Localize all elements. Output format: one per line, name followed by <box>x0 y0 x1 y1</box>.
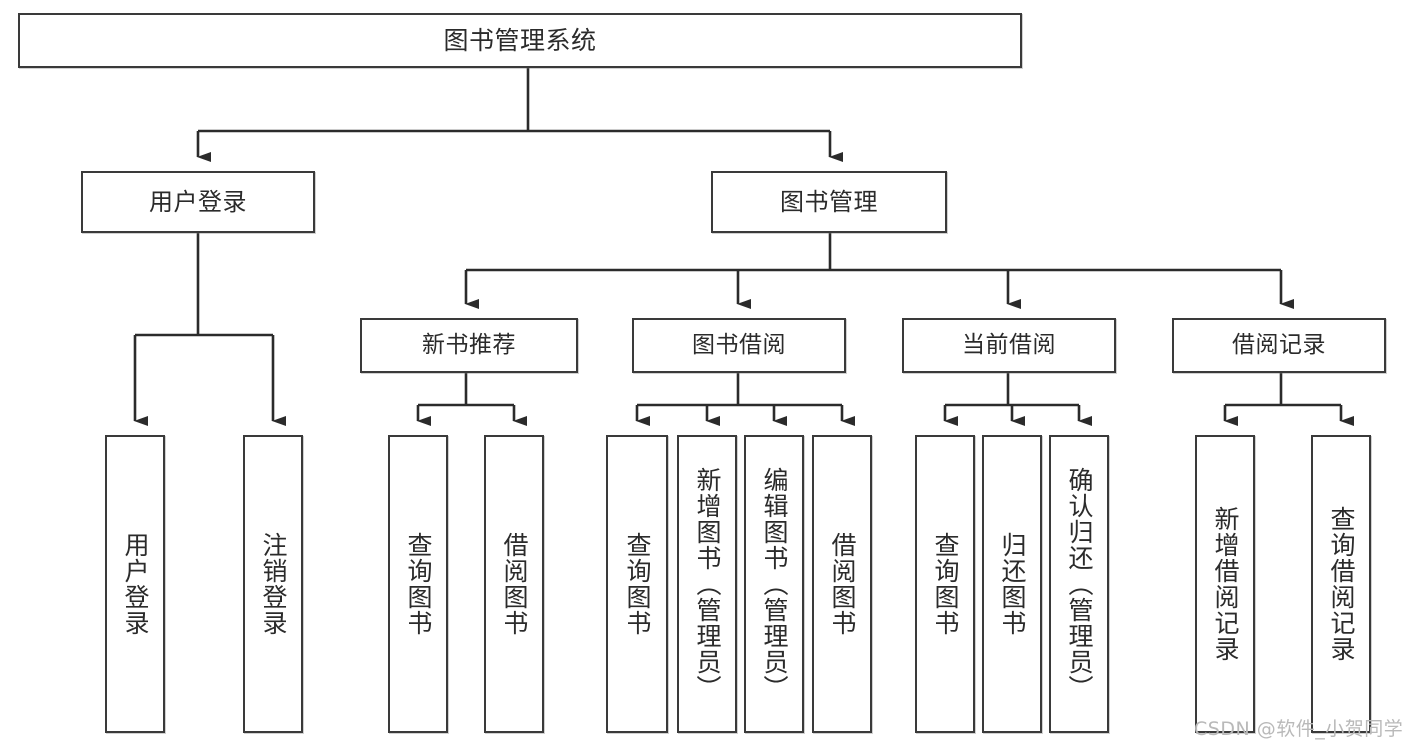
node-leaf-confirm-return-admin[interactable]: 确认归还（管理员） <box>1049 435 1109 733</box>
node-leaf-add-book-admin-label: 新增图书（管理员） <box>693 467 722 701</box>
node-new-book-recommend-label: 新书推荐 <box>422 331 516 358</box>
node-borrow-record-label: 借阅记录 <box>1232 331 1326 358</box>
node-leaf-query-book-1-label: 查询图书 <box>404 532 433 636</box>
node-leaf-edit-book-admin[interactable]: 编辑图书（管理员） <box>744 435 804 733</box>
node-book-manage[interactable]: 图书管理 <box>711 171 947 233</box>
node-leaf-query-book-2-label: 查询图书 <box>623 532 652 636</box>
node-leaf-add-book-admin[interactable]: 新增图书（管理员） <box>677 435 737 733</box>
node-borrow-record[interactable]: 借阅记录 <box>1172 318 1386 373</box>
node-user-login-label: 用户登录 <box>149 187 247 216</box>
node-leaf-return-book-label: 归还图书 <box>998 532 1027 636</box>
node-user-login[interactable]: 用户登录 <box>81 171 315 233</box>
node-leaf-user-logout-label: 注销登录 <box>259 532 288 636</box>
node-root-label: 图书管理系统 <box>443 25 597 55</box>
node-leaf-query-book-1[interactable]: 查询图书 <box>388 435 448 733</box>
node-book-borrow[interactable]: 图书借阅 <box>632 318 846 373</box>
node-leaf-borrow-book-2[interactable]: 借阅图书 <box>812 435 872 733</box>
node-leaf-borrow-book-1[interactable]: 借阅图书 <box>484 435 544 733</box>
node-leaf-query-borrow-record[interactable]: 查询借阅记录 <box>1311 435 1371 733</box>
node-leaf-add-borrow-record-label: 新增借阅记录 <box>1211 506 1240 662</box>
csdn-watermark: CSDN @软件_小贺同学 <box>1194 718 1404 740</box>
node-leaf-query-borrow-record-label: 查询借阅记录 <box>1327 506 1356 662</box>
node-book-borrow-label: 图书借阅 <box>692 331 786 358</box>
node-leaf-user-login-label: 用户登录 <box>121 532 150 636</box>
node-leaf-user-login[interactable]: 用户登录 <box>105 435 165 733</box>
node-current-borrow-label: 当前借阅 <box>962 331 1056 358</box>
node-leaf-borrow-book-1-label: 借阅图书 <box>500 532 529 636</box>
node-leaf-query-book-3-label: 查询图书 <box>931 532 960 636</box>
node-root[interactable]: 图书管理系统 <box>18 13 1022 68</box>
node-leaf-confirm-return-admin-label: 确认归还（管理员） <box>1065 467 1094 701</box>
node-current-borrow[interactable]: 当前借阅 <box>902 318 1116 373</box>
node-leaf-query-book-2[interactable]: 查询图书 <box>606 435 668 733</box>
node-leaf-add-borrow-record[interactable]: 新增借阅记录 <box>1195 435 1255 733</box>
node-leaf-return-book[interactable]: 归还图书 <box>982 435 1042 733</box>
node-leaf-edit-book-admin-label: 编辑图书（管理员） <box>760 467 789 701</box>
node-new-book-recommend[interactable]: 新书推荐 <box>360 318 578 373</box>
node-leaf-borrow-book-2-label: 借阅图书 <box>828 532 857 636</box>
node-leaf-query-book-3[interactable]: 查询图书 <box>915 435 975 733</box>
node-book-manage-label: 图书管理 <box>780 187 878 216</box>
node-leaf-user-logout[interactable]: 注销登录 <box>243 435 303 733</box>
